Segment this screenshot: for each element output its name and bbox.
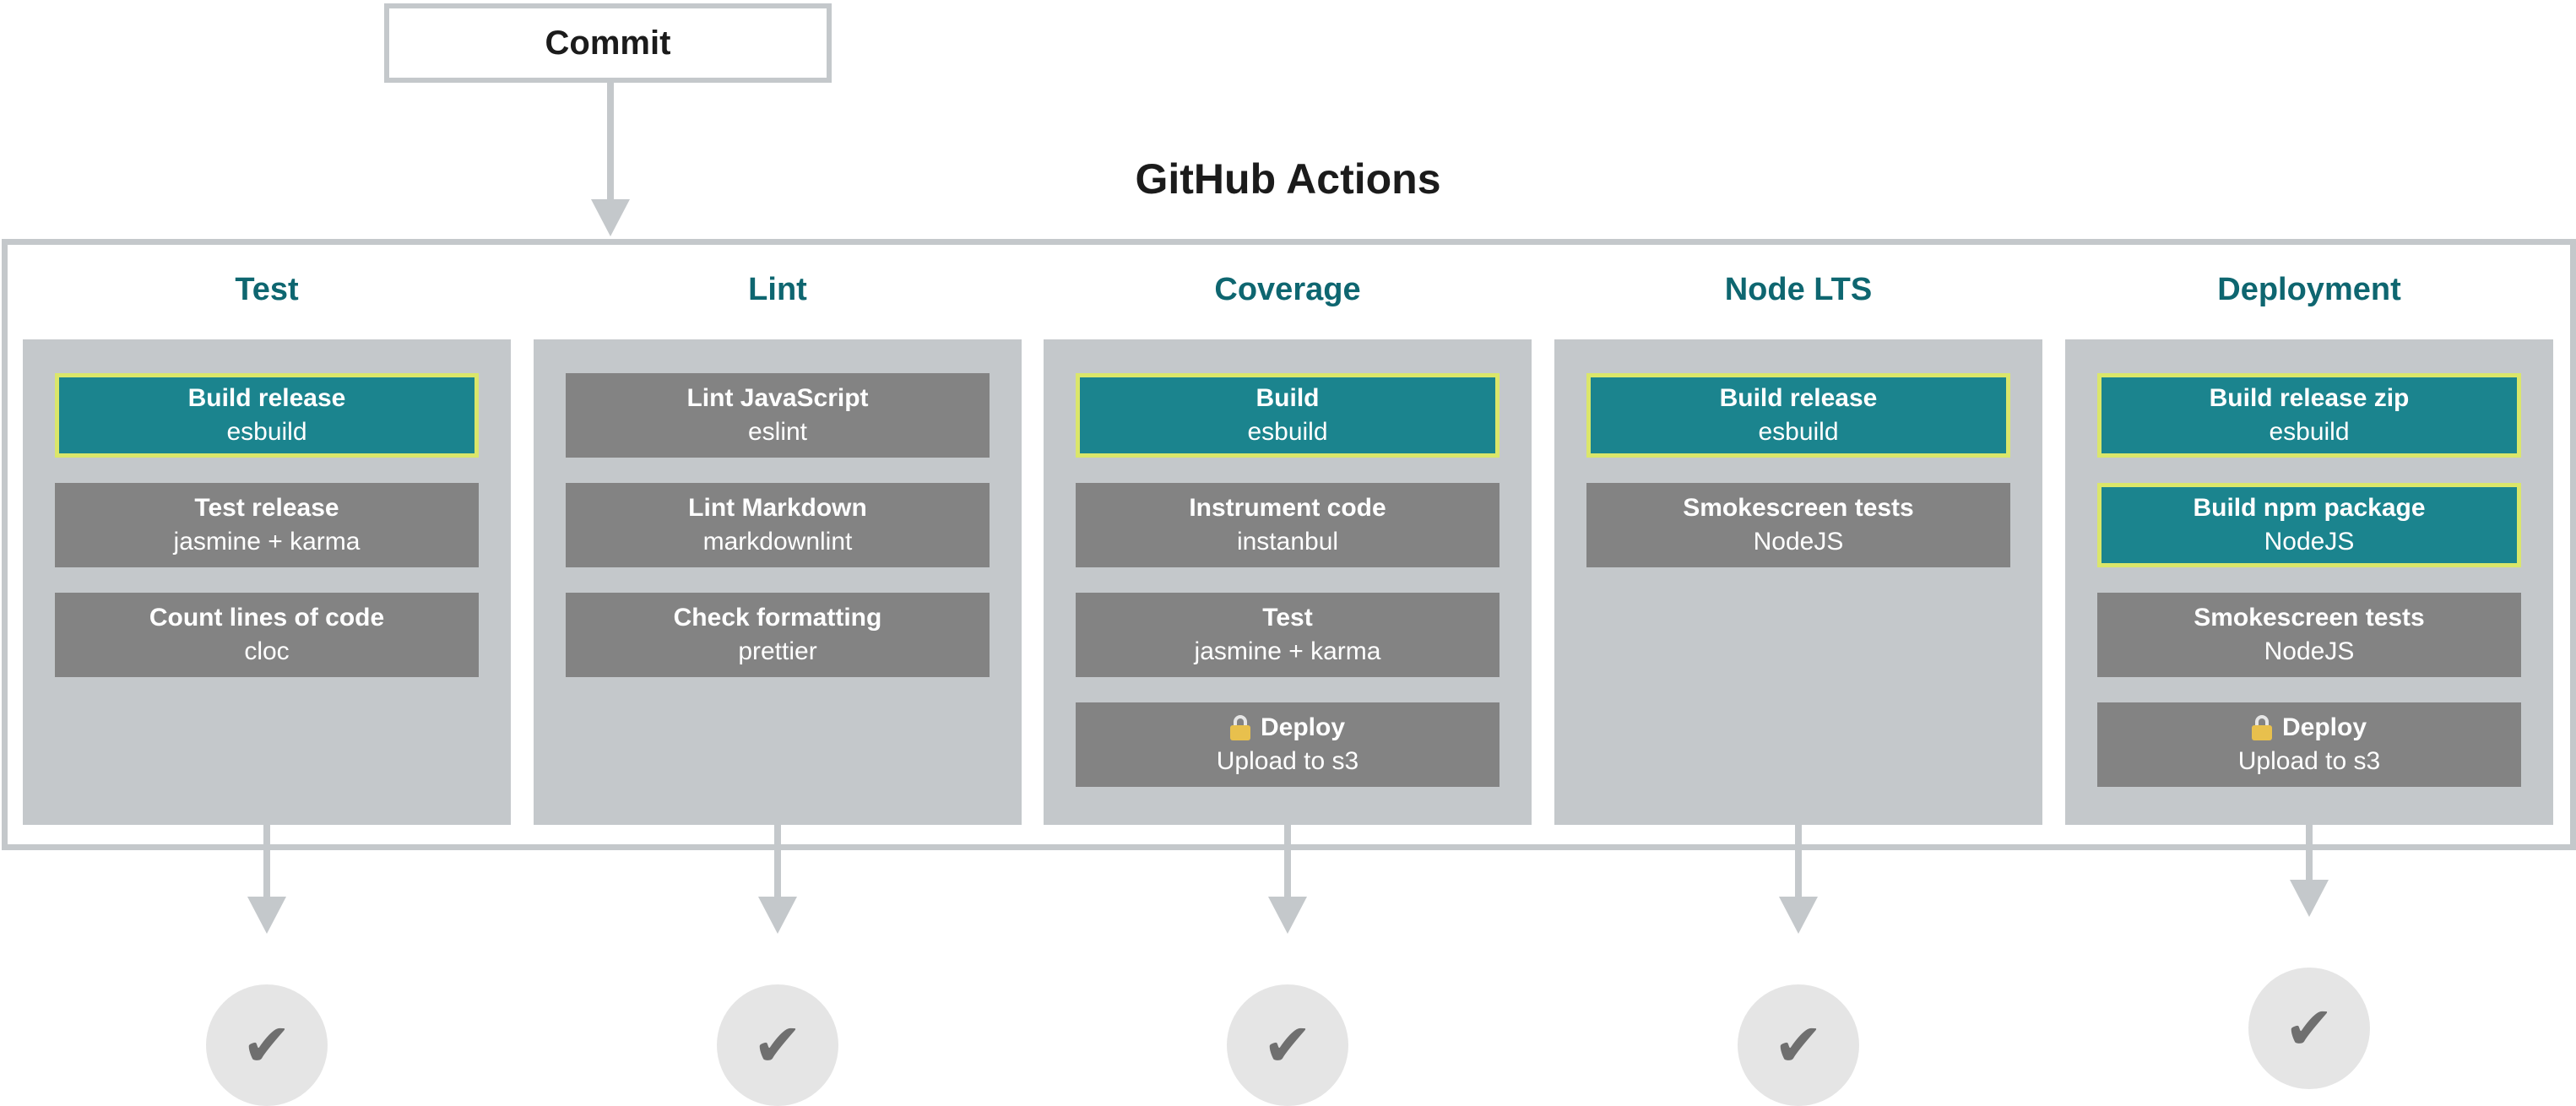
step-tool: eslint xyxy=(747,418,808,446)
step-test-1: Build release esbuild xyxy=(55,373,479,458)
step-title-row: Build release zip xyxy=(2210,382,2410,415)
column-title-test: Test xyxy=(235,272,299,307)
step-title-row: Build release xyxy=(1720,382,1878,415)
step-title-row: Smokescreen tests xyxy=(1683,491,1914,525)
step-tool: instanbul xyxy=(1236,528,1339,556)
arrow-head-deployment xyxy=(2290,880,2329,917)
step-title: Count lines of code xyxy=(149,604,385,632)
step-title-row: Instrument code xyxy=(1189,491,1386,525)
step-lint-2: Lint Markdown markdownlint xyxy=(566,483,990,567)
step-test-3: Count lines of code cloc xyxy=(55,593,479,677)
step-tool: NodeJS xyxy=(2264,637,2355,665)
step-tool: esbuild xyxy=(1758,418,1839,446)
column-title-coverage: Coverage xyxy=(1214,272,1361,307)
step-tool: esbuild xyxy=(1247,418,1328,446)
step-title: Build release xyxy=(1719,384,1878,412)
step-tool: cloc xyxy=(244,637,290,665)
arrow-head-lint xyxy=(758,897,797,934)
step-coverage-3: Test jasmine + karma xyxy=(1076,593,1500,677)
step-title: Smokescreen tests xyxy=(2194,604,2425,632)
checkmark-icon: ✔ xyxy=(1738,984,1859,1106)
step-title-row: Deploy xyxy=(1229,711,1346,745)
arrow-head-node-lts xyxy=(1779,897,1818,934)
step-title: Build xyxy=(1255,384,1320,412)
step-test-2: Test release jasmine + karma xyxy=(55,483,479,567)
step-title: Build release xyxy=(187,384,346,412)
step-title-row: Lint JavaScript xyxy=(686,382,868,415)
github-actions-title: GitHub Actions xyxy=(1135,155,1441,203)
step-tool: markdownlint xyxy=(702,528,853,556)
step-title: Smokescreen tests xyxy=(1683,494,1914,522)
column-title-lint: Lint xyxy=(748,272,807,307)
commit-arrow-head xyxy=(591,199,630,236)
commit-label: Commit xyxy=(545,24,671,62)
step-title: Test xyxy=(1262,604,1313,632)
step-title-row: Check formatting xyxy=(674,601,882,635)
step-tool: prettier xyxy=(738,637,817,665)
step-coverage-1: Build esbuild xyxy=(1076,373,1500,458)
step-title-row: Build release xyxy=(188,382,346,415)
checkmark-icon: ✔ xyxy=(1227,984,1348,1106)
step-title-row: Test xyxy=(1262,601,1312,635)
step-title: Deploy xyxy=(1260,713,1346,741)
step-tool: jasmine + karma xyxy=(1194,637,1381,665)
step-title: Build npm package xyxy=(2193,494,2426,522)
column-arrows xyxy=(247,825,2329,934)
commit-box: Commit xyxy=(384,3,832,83)
step-tool: Upload to s3 xyxy=(1216,747,1359,775)
checkmark-icon: ✔ xyxy=(717,984,838,1106)
step-title: Instrument code xyxy=(1189,494,1386,522)
step-title-row: Lint Markdown xyxy=(688,491,867,525)
step-tool: esbuild xyxy=(226,418,307,446)
step-title-row: Build npm package xyxy=(2193,491,2425,525)
step-tool: NodeJS xyxy=(2264,528,2355,556)
column-title-deployment: Deployment xyxy=(2217,272,2401,307)
step-coverage-2: Instrument code instanbul xyxy=(1076,483,1500,567)
step-title: Lint JavaScript xyxy=(686,384,869,412)
lock-icon xyxy=(1229,715,1250,740)
step-title: Deploy xyxy=(2281,713,2367,741)
step-title: Check formatting xyxy=(673,604,882,632)
github-actions-frame xyxy=(2,239,2576,850)
step-lint-3: Check formatting prettier xyxy=(566,593,990,677)
arrow-head-test xyxy=(247,897,286,934)
step-title-row: Test release xyxy=(194,491,339,525)
step-title-row: Smokescreen tests xyxy=(2194,601,2425,635)
step-title-row: Count lines of code xyxy=(149,601,384,635)
step-title-row: Deploy xyxy=(2251,711,2367,745)
lock-icon xyxy=(2251,715,2272,740)
step-title: Build release zip xyxy=(2209,384,2410,412)
step-node-lts-1: Build release esbuild xyxy=(1586,373,2010,458)
checkmark-icon: ✔ xyxy=(2248,968,2370,1089)
arrow-head-coverage xyxy=(1268,897,1307,934)
step-deployment-1: Build release zip esbuild xyxy=(2097,373,2521,458)
step-title-row: Build xyxy=(1256,382,1320,415)
step-tool: jasmine + karma xyxy=(173,528,361,556)
step-tool: esbuild xyxy=(2269,418,2350,446)
step-lint-1: Lint JavaScript eslint xyxy=(566,373,990,458)
step-tool: NodeJS xyxy=(1753,528,1844,556)
step-title: Lint Markdown xyxy=(688,494,867,522)
checkmark-icon: ✔ xyxy=(206,984,328,1106)
column-title-node-lts: Node LTS xyxy=(1724,272,1873,307)
step-title: Test release xyxy=(194,494,339,522)
step-tool: Upload to s3 xyxy=(2237,747,2381,775)
